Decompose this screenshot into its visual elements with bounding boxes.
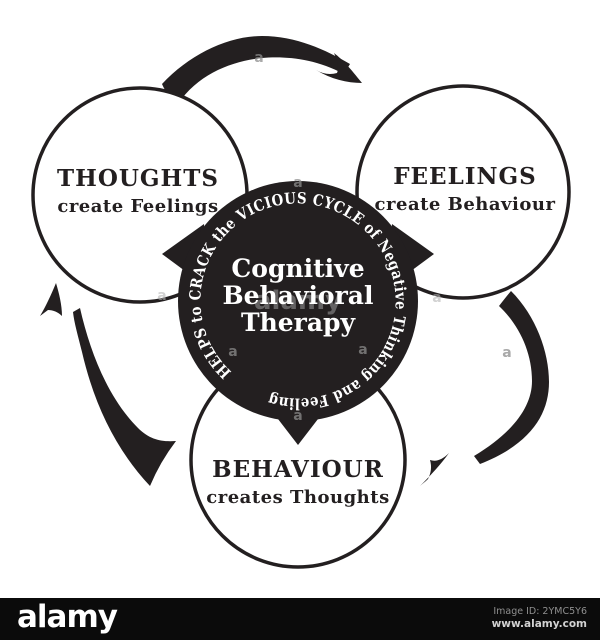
arrow-behaviour-to-thoughts — [73, 308, 176, 486]
watermark-a-mark: a — [157, 288, 166, 304]
watermark-ghost-alamy: alamy — [254, 286, 342, 316]
alamy-logo: alamy — [17, 598, 118, 635]
thoughts-subtitle: create Feelings — [57, 196, 218, 217]
arrow-thoughts-to-feelings — [162, 36, 350, 104]
arrowhead-top-icon — [316, 53, 362, 83]
watermark-a-mark: a — [293, 175, 302, 191]
watermark-a-mark: a — [502, 345, 511, 361]
alamy-watermark-bar: alamy Image ID: 2YMC5Y6 www.alamy.com — [0, 598, 600, 640]
feelings-subtitle: create Behaviour — [375, 194, 556, 215]
arrowhead-right-icon — [420, 453, 449, 486]
alamy-bar-right: Image ID: 2YMC5Y6 www.alamy.com — [492, 606, 587, 632]
alamy-url-text: www.alamy.com — [491, 618, 587, 631]
cbt-diagram: HELPS to CRACK the VICIOUS CYCLE of Nega… — [31, 36, 571, 569]
cycle-arrows — [40, 36, 549, 486]
watermark-a-mark: a — [358, 342, 367, 358]
behaviour-title: BEHAVIOUR — [212, 456, 384, 483]
behaviour-subtitle: creates Thoughts — [206, 487, 389, 508]
watermark-a-mark: a — [293, 408, 302, 424]
thoughts-title: THOUGHTS — [57, 165, 219, 192]
feelings-title: FEELINGS — [393, 163, 537, 190]
watermark-a-mark: a — [254, 50, 263, 66]
badge-title-line1: Cognitive — [231, 254, 364, 283]
image-id-text: Image ID: 2YMC5Y6 — [493, 606, 587, 617]
watermark-a-mark: a — [432, 290, 441, 306]
node-labels: THOUGHTS create Feelings FEELINGS create… — [57, 163, 555, 508]
watermark-tiles: a a a a a a a a — [157, 50, 511, 424]
cbt-badge: HELPS to CRACK the VICIOUS CYCLE of Nega… — [162, 181, 434, 445]
watermark-a-mark: a — [228, 344, 237, 360]
badge-title-line3: Therapy — [241, 308, 357, 337]
arrowhead-left-icon — [40, 283, 62, 316]
arrow-feelings-to-behaviour — [474, 291, 549, 464]
badge-disc — [178, 181, 418, 421]
badge-title-line2: Behavioral — [223, 281, 374, 310]
